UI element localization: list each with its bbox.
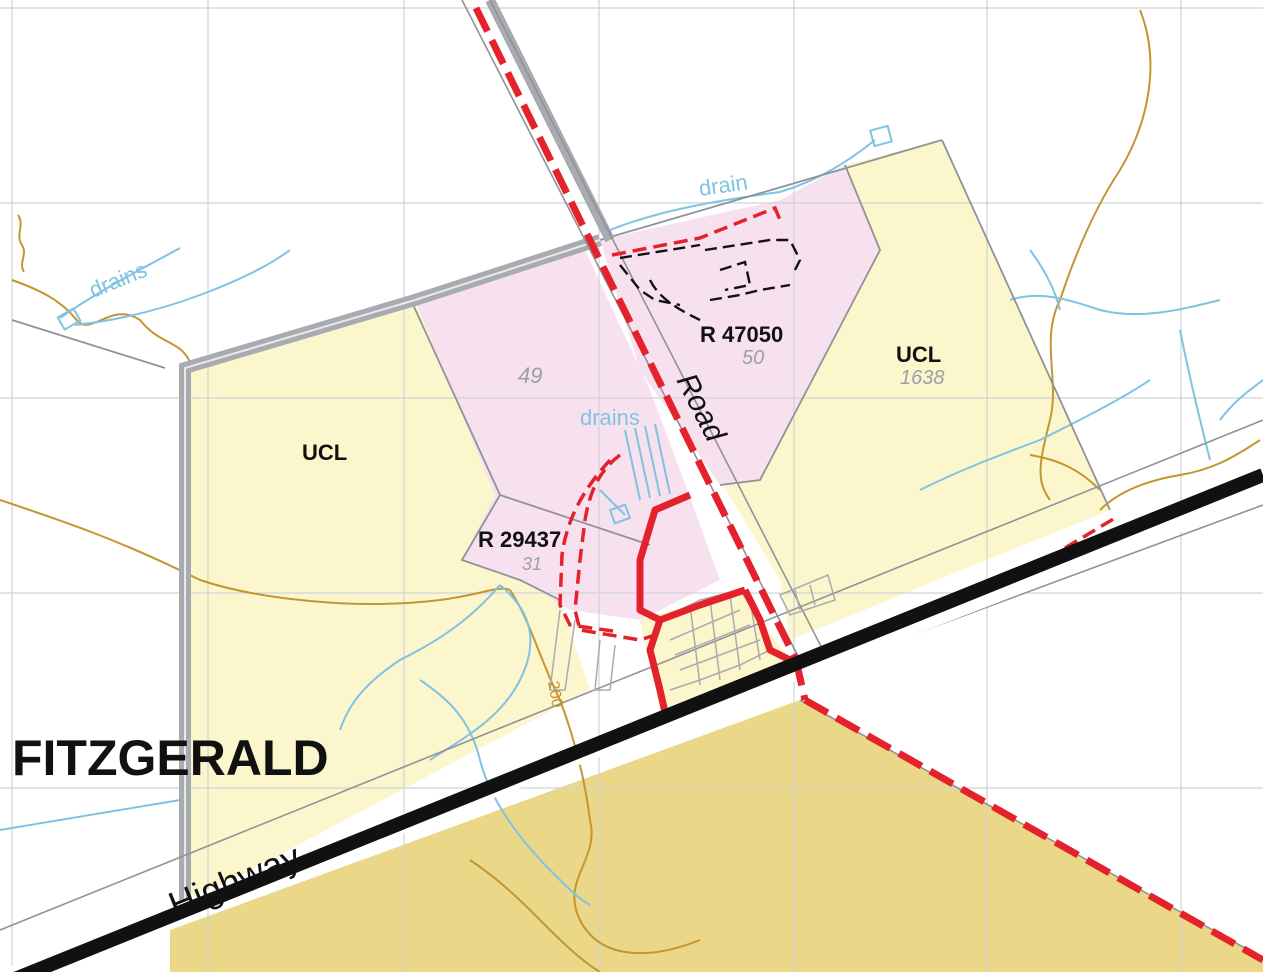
road-red-dashed-thin <box>558 205 1116 642</box>
road-casing-lines <box>461 0 829 661</box>
contour-label-200: 200 <box>544 680 565 709</box>
locality-label-fitzgerald: FITZGERALD <box>12 730 329 786</box>
town-area-fill <box>640 590 790 710</box>
water-label-drains-west: drains <box>86 257 151 303</box>
water-label-drains-center: drains <box>580 405 640 430</box>
parcel-lot-49-fill <box>415 250 720 620</box>
lot-number-49: 49 <box>518 363 542 388</box>
contour-lines <box>0 9 1261 972</box>
lot-number-1638: 1638 <box>900 367 945 389</box>
parcel-label-r29437: R 29437 <box>478 527 561 552</box>
thick-boundary-inner <box>184 239 601 905</box>
track-dashed-black <box>619 238 802 322</box>
highway-line <box>13 468 1263 972</box>
parcel-label-ucl-west: UCL <box>302 440 347 465</box>
water-features <box>0 124 1263 906</box>
south-region-fill <box>170 700 1263 972</box>
cadastral-boundaries <box>11 139 1111 601</box>
parcel-label-ucl-east: UCL <box>896 342 941 367</box>
parcel-ucl-west-fill <box>185 298 590 905</box>
road-red-solid <box>636 491 792 713</box>
water-label-drain: drain <box>697 169 749 201</box>
lot-number-50: 50 <box>742 347 764 369</box>
parcel-label-r47050: R 47050 <box>700 322 783 347</box>
lot-number-31: 31 <box>522 554 542 574</box>
parcel-ucl-east-fill <box>720 140 1110 640</box>
